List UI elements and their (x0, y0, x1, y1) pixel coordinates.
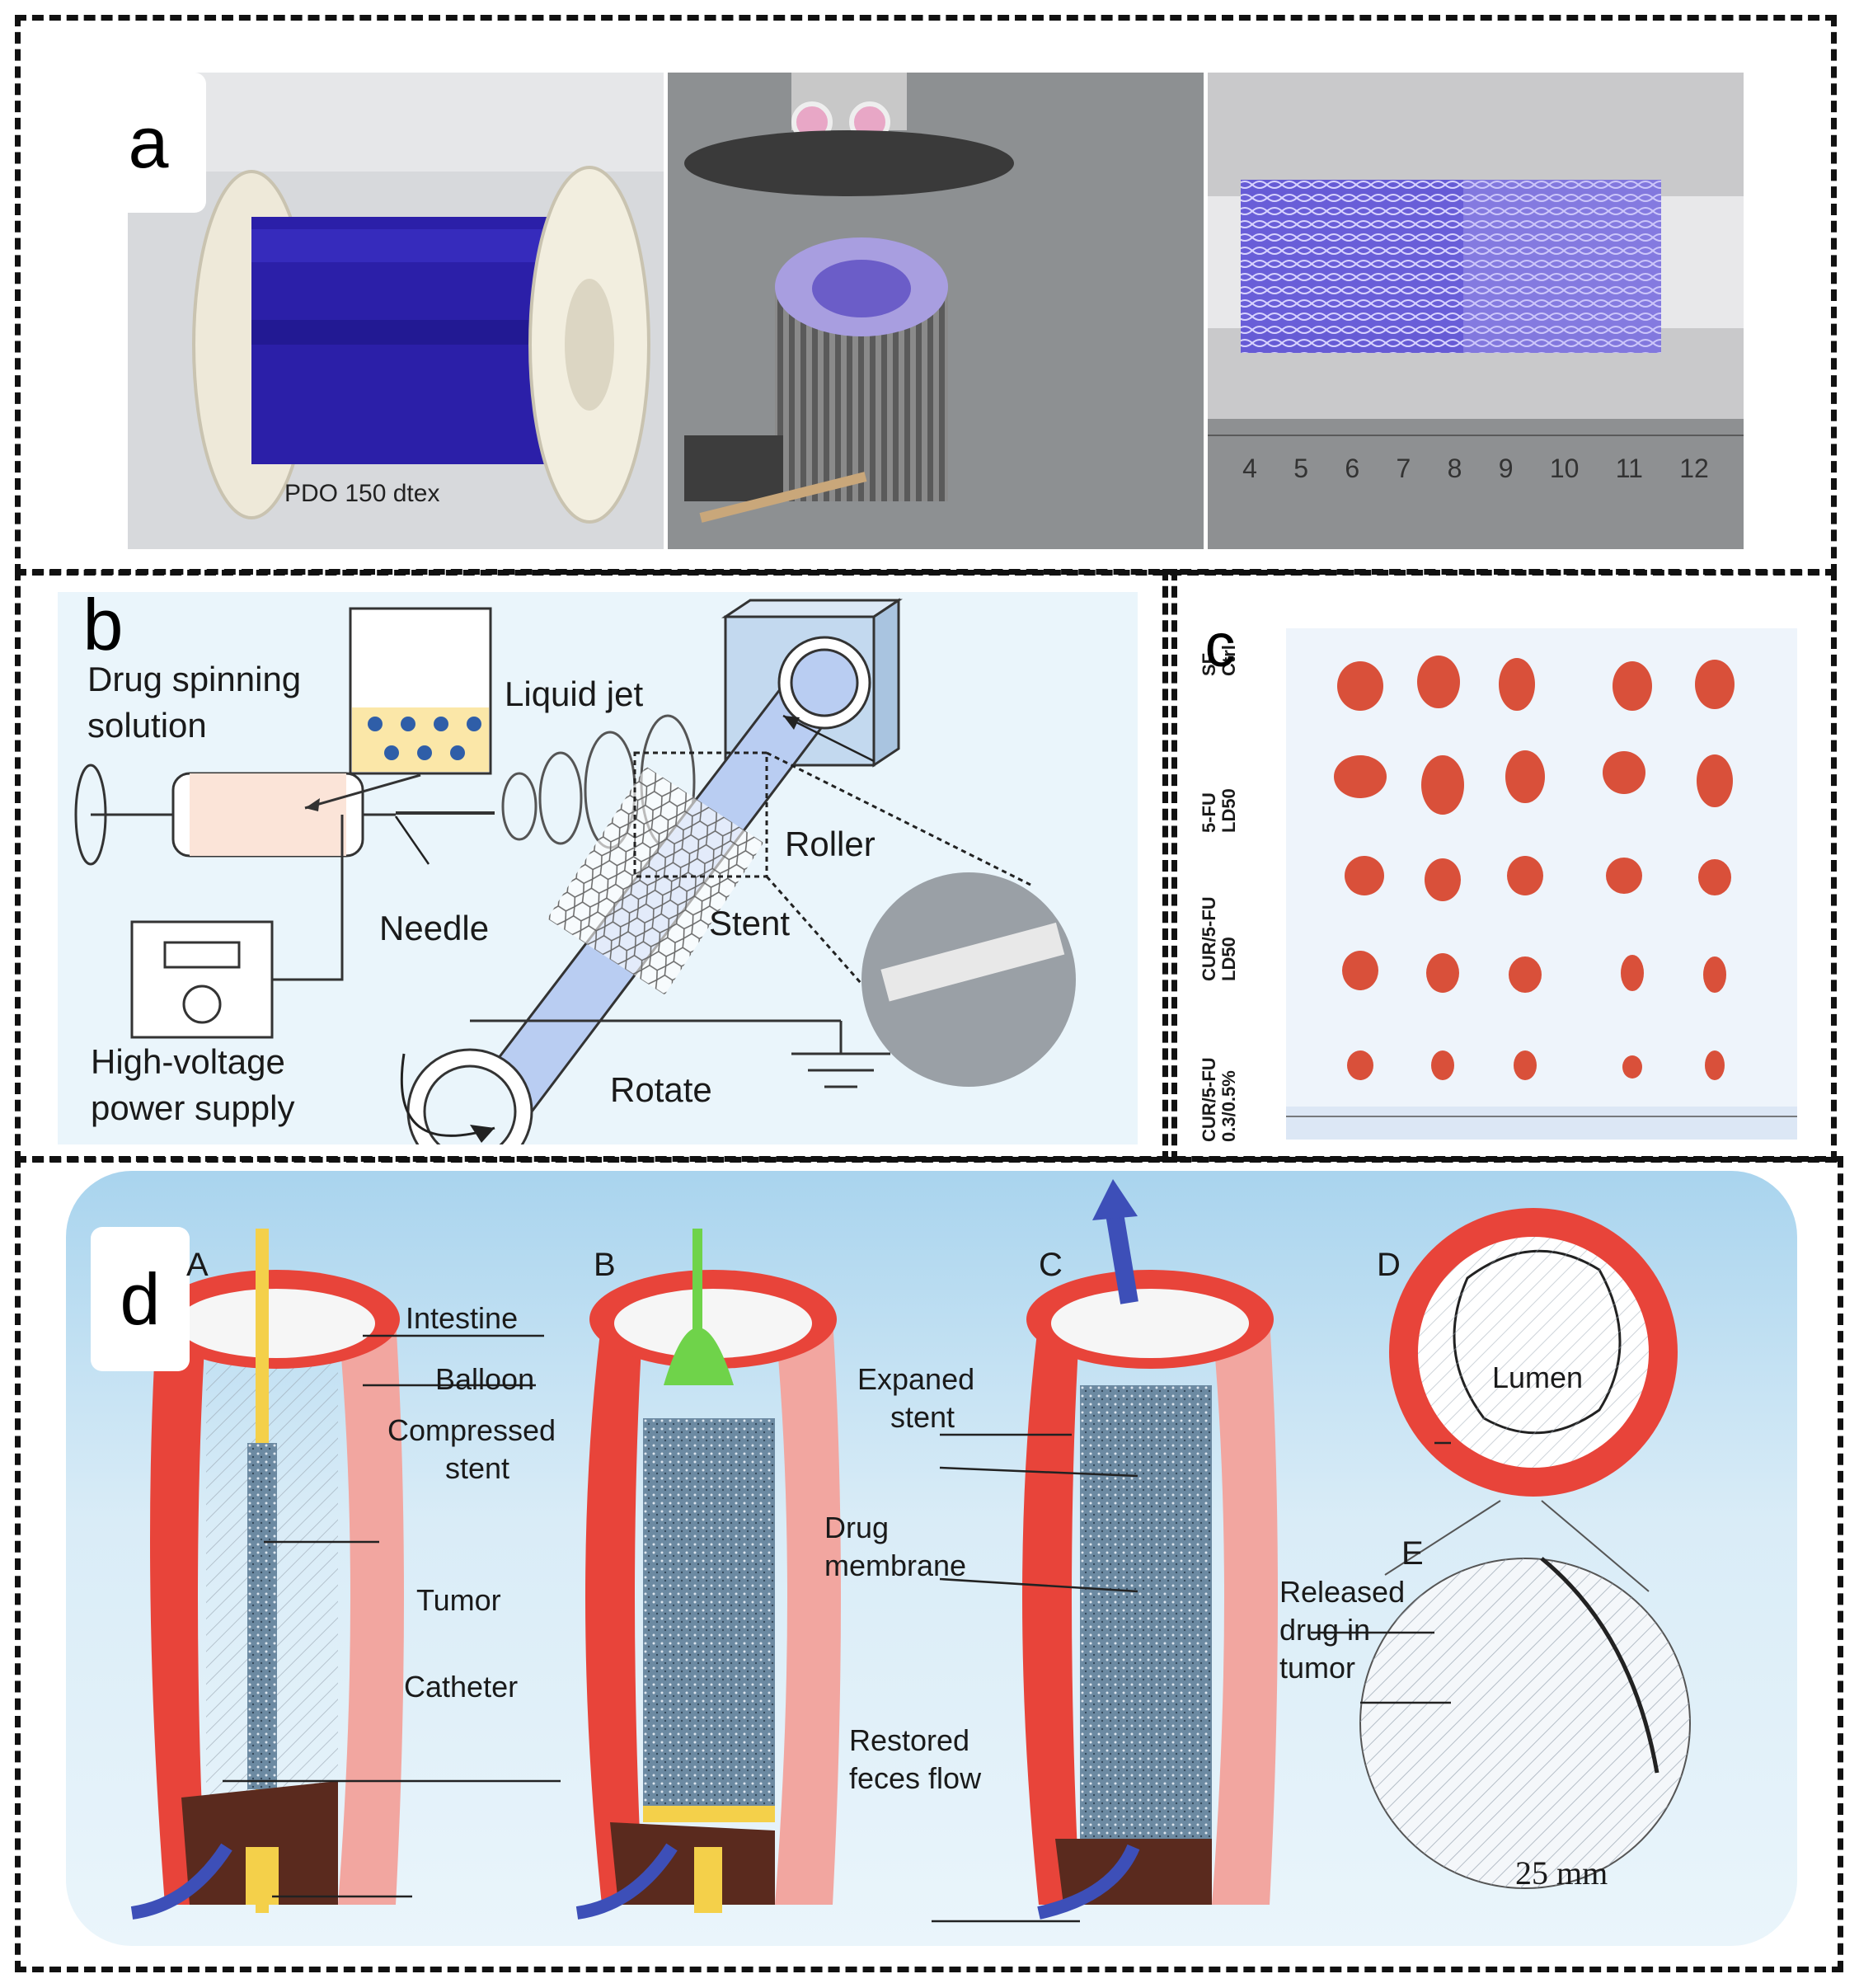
label-roller: Roller (785, 825, 876, 863)
electrospinning-diagram (74, 598, 1076, 1175)
sub-label-A: A (186, 1247, 209, 1283)
scale-bar-label: 25 mm (1515, 1854, 1608, 1892)
flow-arrow-icon (130, 1843, 232, 1920)
ruler-tick: 4 (1242, 454, 1257, 483)
knitted-stent-photo (1208, 73, 1744, 549)
label-restored-2: feces flow (849, 1761, 982, 1795)
label-catheter: Catheter (404, 1670, 519, 1704)
intestine-B (575, 1229, 841, 1920)
cross-section-D (1389, 1208, 1678, 1497)
label-drug-solution-1: Drug spinning (87, 660, 302, 698)
sub-label-D: D (1377, 1247, 1401, 1283)
rotate-arrow-icon (400, 1053, 495, 1137)
panel-b-letter: b (82, 584, 124, 665)
ruler-tick: 12 (1679, 454, 1709, 483)
label-lumen: Lumen (1492, 1361, 1584, 1394)
label-drug-membrane-1: Drug (824, 1511, 890, 1544)
spool-icon (192, 166, 650, 524)
label-liquid-jet: Liquid jet (505, 674, 644, 713)
roller (406, 598, 903, 1175)
label-power-supply-1: High-voltage (91, 1042, 285, 1081)
label-needle: Needle (379, 909, 490, 947)
label-restored-1: Restored (849, 1723, 970, 1757)
ruler-tick: 11 (1615, 454, 1643, 483)
power-supply-icon (130, 815, 344, 1039)
stent-deployment-diagram (130, 1179, 1691, 1923)
syringe-icon (74, 764, 495, 866)
label-released-3: tumor (1279, 1651, 1356, 1685)
label-expanded-stent-1: Expaned (857, 1362, 975, 1396)
panel-d (66, 1171, 1797, 1946)
label-stent: Stent (709, 904, 791, 942)
label-released-1: Released (1279, 1575, 1406, 1609)
panel-a-letter: a (91, 73, 206, 213)
label-rotate: Rotate (610, 1070, 712, 1109)
panel-d-frame (15, 1156, 1843, 1972)
sub-label-C: C (1039, 1247, 1063, 1283)
knitted-stent-icon (1241, 180, 1661, 353)
sub-label-B: B (594, 1247, 616, 1283)
tumor-samples (1334, 656, 1735, 1080)
knitting-photo (668, 73, 1204, 549)
panel-c (1195, 628, 1797, 1140)
spool-caption: PDO 150 dtex (284, 480, 439, 507)
label-power-supply-2: power supply (91, 1088, 295, 1127)
ruler-tick: 5 (1293, 454, 1309, 483)
spool-photo: PDO 150 dtex (128, 73, 664, 549)
panel-d-letter: d (91, 1227, 190, 1371)
panel-b (58, 592, 1138, 1175)
ruler-ticks: 4 5 6 7 8 9 10 11 12 (1208, 454, 1744, 503)
label-expanded-stent-2: stent (890, 1400, 955, 1434)
label-tumor: Tumor (416, 1583, 501, 1617)
intestine-C (1022, 1179, 1278, 1920)
ruler-tick: 8 (1447, 454, 1462, 483)
ruler-tick: 7 (1396, 454, 1411, 483)
label-intestine: Intestine (406, 1301, 519, 1335)
label-drug-solution-2: solution (87, 706, 207, 745)
ground-icon (470, 1019, 890, 1088)
panel-c-letter: c (1204, 611, 1236, 679)
sub-label-E: E (1401, 1535, 1424, 1572)
ruler-tick: 10 (1549, 454, 1580, 483)
drug-container (304, 607, 492, 811)
zoom-E (1359, 1500, 1691, 1889)
label-balloon: Balloon (435, 1362, 535, 1396)
label-released-2: drug in (1279, 1613, 1371, 1647)
label-drug-membrane-2: membrane (824, 1549, 967, 1582)
label-compressed-stent-1: Compressed (387, 1413, 556, 1447)
panel-a: PDO 150 dtex (128, 73, 1744, 551)
intestine-A (130, 1229, 404, 1920)
knitting-machine-icon (684, 73, 1014, 523)
label-compressed-stent-2: stent (445, 1451, 510, 1485)
ruler-tick: 9 (1498, 454, 1514, 483)
tumor-grid (1286, 628, 1797, 1140)
ruler-tick: 6 (1345, 454, 1360, 483)
